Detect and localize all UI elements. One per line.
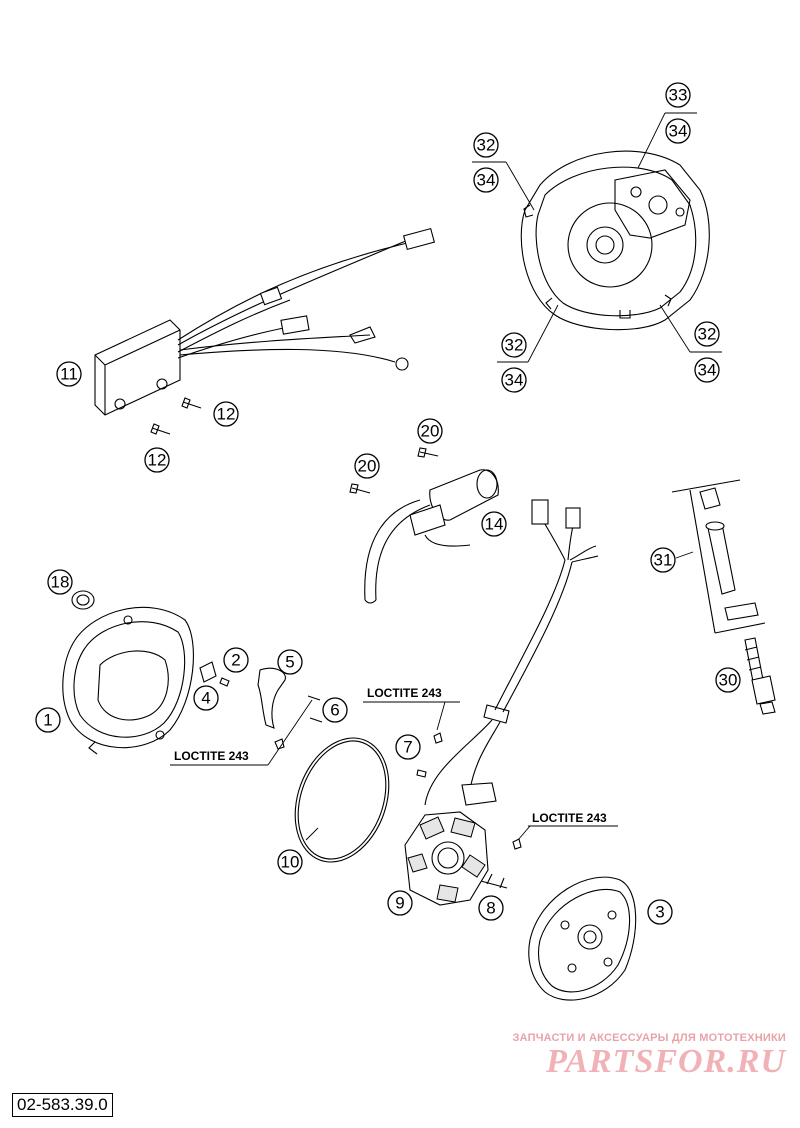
callout-3: 3	[647, 899, 673, 925]
callout-34-bottom-right: 34	[694, 357, 720, 383]
svg-text:20: 20	[421, 422, 440, 441]
svg-text:5: 5	[285, 653, 294, 672]
callout-34-top-left: 34	[473, 167, 499, 193]
callout-5: 5	[277, 649, 303, 675]
part-5	[257, 667, 286, 729]
callout-8: 8	[478, 895, 504, 921]
svg-text:4: 4	[201, 689, 210, 708]
svg-text:10: 10	[281, 853, 300, 872]
spark-plug-cap	[671, 479, 766, 634]
generator-cover	[62, 606, 194, 755]
callout-4: 4	[193, 685, 219, 711]
diagram-code: 02-583.39.0	[12, 1093, 113, 1117]
ignition-cover	[520, 150, 710, 331]
svg-text:32: 32	[477, 136, 496, 155]
callout-12-upper: 12	[213, 401, 239, 427]
callout-12-lower: 12	[144, 447, 170, 473]
svg-text:34: 34	[669, 122, 688, 141]
spark-plug	[744, 637, 776, 715]
svg-text:6: 6	[330, 701, 339, 720]
callout-34-bottom-left: 34	[501, 367, 527, 393]
callout-2: 2	[223, 647, 249, 673]
svg-text:1: 1	[43, 711, 52, 730]
watermark-tagline: ЗАПЧАСТИ И АКСЕССУАРЫ ДЛЯ МОТОТЕХНИКИ	[512, 1032, 786, 1044]
callout-11: 11	[56, 361, 82, 387]
callout-20-upper: 20	[417, 418, 443, 444]
callout-18: 18	[47, 569, 73, 595]
callout-32-bottom-right: 32	[694, 321, 720, 347]
watermark: ЗАПЧАСТИ И АКСЕССУАРЫ ДЛЯ МОТОТЕХНИКИ PA…	[513, 1032, 786, 1080]
callout-10: 10	[277, 849, 303, 875]
callout-32-top-left: 32	[473, 132, 499, 158]
svg-text:20: 20	[358, 457, 377, 476]
callout-32-bottom-left: 32	[501, 332, 527, 358]
callout-6: 6	[322, 697, 348, 723]
coil-screws	[349, 447, 439, 494]
svg-text:LOCTITE 243: LOCTITE 243	[367, 686, 442, 700]
callout-7: 7	[395, 734, 421, 760]
stator-harness	[424, 499, 599, 806]
svg-text:12: 12	[217, 405, 236, 424]
svg-text:7: 7	[403, 738, 412, 757]
callout-leaders	[305, 551, 694, 841]
cdi-unit	[94, 227, 436, 416]
part-6	[307, 695, 323, 723]
callout-20-lower: 20	[354, 453, 380, 479]
svg-text:34: 34	[505, 371, 524, 390]
svg-text:8: 8	[486, 899, 495, 918]
cover-leaders	[472, 112, 722, 363]
svg-text:LOCTITE 243: LOCTITE 243	[532, 811, 607, 825]
part-4	[199, 661, 217, 683]
small-parts	[199, 661, 522, 889]
flywheel	[528, 876, 637, 1001]
ignition-coil	[364, 469, 499, 604]
callout-34-top-right: 34	[665, 118, 691, 144]
loctite-label-3: LOCTITE 243	[517, 811, 618, 841]
callout-30: 30	[715, 667, 741, 693]
svg-text:18: 18	[51, 573, 70, 592]
svg-text:32: 32	[698, 325, 717, 344]
part-8	[476, 873, 508, 889]
svg-text:LOCTITE 243: LOCTITE 243	[174, 749, 249, 763]
svg-text:3: 3	[655, 903, 664, 922]
svg-text:32: 32	[505, 336, 524, 355]
svg-text:34: 34	[477, 171, 496, 190]
callout-14: 14	[481, 511, 507, 537]
o-ring	[294, 737, 390, 863]
loctite-label-2: LOCTITE 243	[170, 699, 313, 766]
svg-text:31: 31	[654, 551, 673, 570]
watermark-logo: PARTSFOR.RU	[546, 1043, 786, 1080]
svg-text:11: 11	[60, 365, 78, 384]
svg-text:14: 14	[485, 515, 504, 534]
part-7	[433, 732, 443, 744]
callout-9: 9	[387, 890, 413, 916]
svg-text:34: 34	[698, 361, 717, 380]
svg-text:30: 30	[719, 671, 738, 690]
callout-1: 1	[35, 707, 61, 733]
cdi-screws	[150, 397, 202, 435]
stator	[404, 811, 489, 906]
callout-31: 31	[650, 547, 676, 573]
svg-text:12: 12	[148, 451, 167, 470]
callout-33: 33	[665, 82, 691, 108]
svg-text:2: 2	[231, 651, 240, 670]
svg-text:33: 33	[669, 86, 688, 105]
cover-plug	[71, 590, 95, 610]
loctite-label-1: LOCTITE 243	[363, 686, 460, 731]
svg-text:9: 9	[395, 894, 404, 913]
part-2	[219, 677, 230, 687]
